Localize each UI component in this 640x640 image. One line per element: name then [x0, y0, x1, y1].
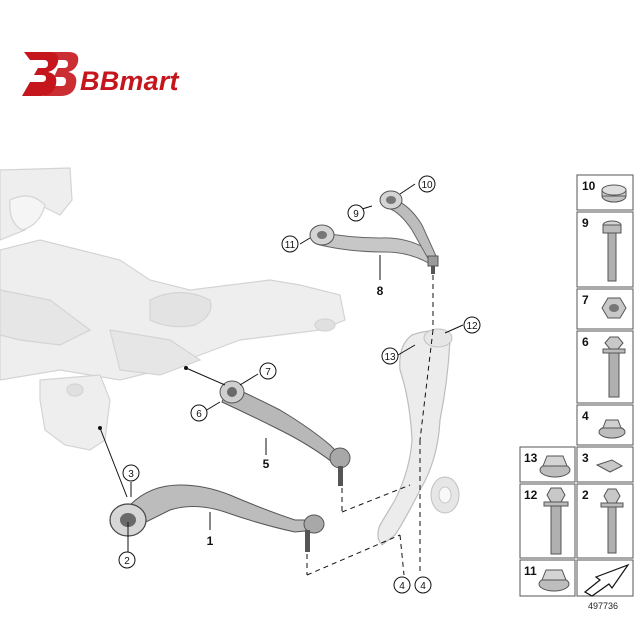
svg-text:6: 6 — [196, 409, 202, 420]
bolt-icon — [602, 220, 622, 282]
callouts: 10 9 11 8 12 13 7 — [118, 175, 481, 594]
table-label-13: 13 — [524, 451, 538, 465]
bolt-icon — [602, 336, 626, 398]
callout-11: 11 — [281, 235, 299, 253]
bolt-icon — [543, 487, 569, 555]
nut-icon — [539, 455, 571, 478]
table-label-10: 10 — [582, 179, 596, 193]
brand-name: BBmart — [80, 66, 179, 96]
nut-icon — [601, 184, 627, 203]
table-label-12: 12 — [524, 488, 538, 502]
nut-icon — [601, 297, 627, 319]
tension-strut — [219, 380, 351, 486]
callout-10: 10 — [418, 175, 436, 193]
svg-text:11: 11 — [285, 240, 296, 251]
callout-1: 1 — [207, 534, 214, 548]
callout-4a: 4 — [393, 576, 411, 594]
callout-8: 8 — [377, 284, 384, 298]
callout-5: 5 — [263, 457, 270, 471]
clip-icon — [595, 459, 624, 473]
subframe-drawing — [0, 167, 346, 451]
table-label-3: 3 — [582, 451, 589, 465]
callout-3: 3 — [122, 464, 140, 482]
callout-6: 6 — [190, 404, 208, 422]
upper-control-arm — [309, 190, 439, 274]
table-label-6: 6 — [582, 335, 589, 349]
bolt-icon — [600, 488, 624, 554]
svg-text:2: 2 — [124, 556, 130, 567]
svg-text:4: 4 — [420, 581, 426, 592]
bbmart-logo-icon — [22, 52, 79, 96]
svg-text:9: 9 — [353, 209, 359, 220]
arrow-icon — [583, 563, 630, 597]
table-label-2: 2 — [582, 488, 589, 502]
table-label-11: 11 — [524, 564, 537, 578]
svg-text:4: 4 — [399, 581, 405, 592]
steering-knuckle — [377, 328, 460, 546]
table-label-4: 4 — [582, 409, 589, 423]
svg-text:13: 13 — [384, 352, 396, 363]
svg-text:7: 7 — [265, 367, 271, 378]
callout-13: 13 — [381, 347, 399, 365]
callout-12: 12 — [463, 316, 481, 334]
lower-control-arm — [109, 484, 325, 552]
callout-7: 7 — [259, 362, 277, 380]
svg-text:12: 12 — [466, 321, 478, 332]
nut-icon — [598, 419, 626, 439]
diagram-id: 497736 — [588, 601, 619, 611]
callout-2: 2 — [118, 551, 136, 569]
svg-text:10: 10 — [421, 180, 433, 191]
svg-text:3: 3 — [128, 469, 134, 480]
callout-9: 9 — [347, 204, 365, 222]
callout-4b: 4 — [414, 576, 432, 594]
parts-table — [519, 174, 634, 597]
nut-icon — [538, 569, 570, 592]
table-label-9: 9 — [582, 216, 589, 230]
table-label-7: 7 — [582, 293, 589, 307]
